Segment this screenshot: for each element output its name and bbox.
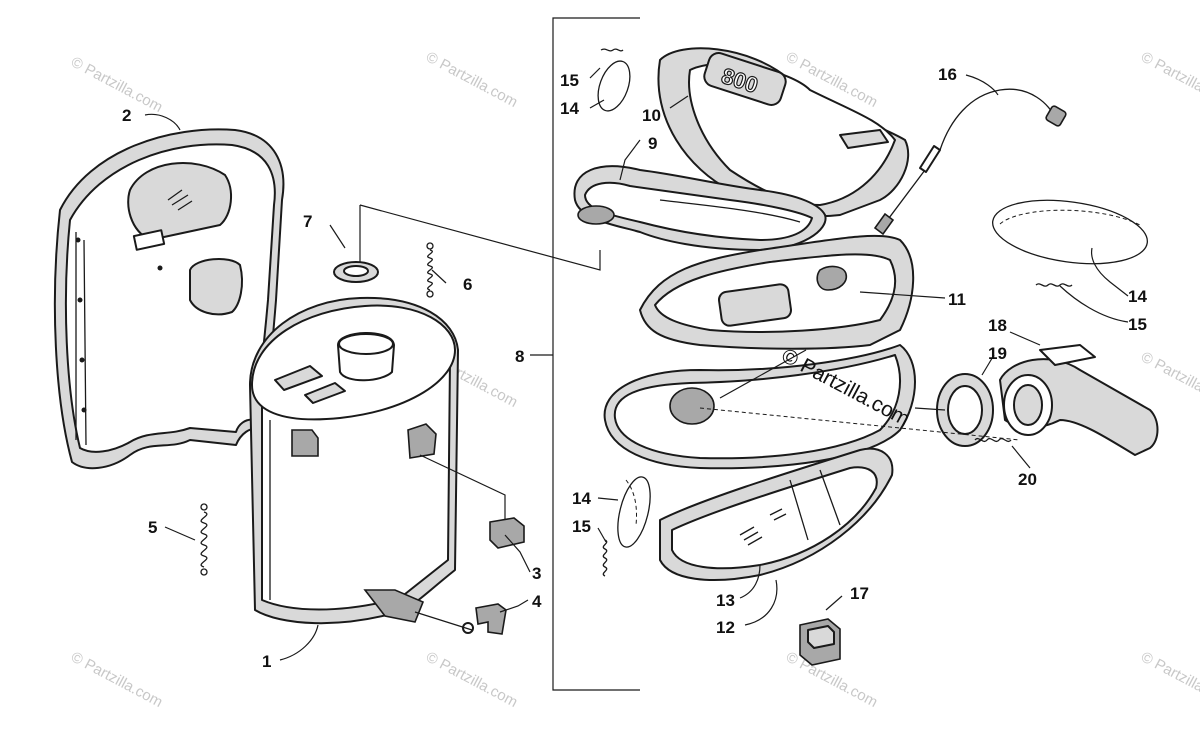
spring-6[interactable]: [426, 242, 434, 298]
watermark: © Partzilla.com: [68, 649, 165, 711]
callout-label: 11: [948, 290, 966, 309]
callout-label: 14: [560, 99, 579, 118]
spring-lower[interactable]: [602, 539, 608, 577]
watermark: © Partzilla.com: [423, 649, 520, 711]
callout-label: 4: [532, 592, 542, 611]
callout-label: 15: [572, 517, 591, 536]
clamp-right[interactable]: [989, 191, 1152, 272]
callout-label: 7: [303, 212, 312, 231]
callout-label: 19: [988, 344, 1007, 363]
spring-top[interactable]: [600, 48, 624, 52]
spring-20[interactable]: [974, 437, 1012, 443]
gasket-ring[interactable]: [333, 261, 379, 283]
spring-5[interactable]: [200, 503, 208, 576]
watermark: © Partzilla.com: [423, 49, 520, 111]
temp-sensor[interactable]: [873, 88, 1067, 236]
callout-label: 15: [560, 71, 579, 90]
callout-label: 5: [148, 518, 157, 537]
callout-label: 12: [716, 618, 735, 637]
callout-label: 18: [988, 316, 1007, 335]
callout-label: 1: [262, 652, 271, 671]
upper-shell[interactable]: 800: [657, 47, 910, 218]
callout-label: 8: [515, 347, 524, 366]
spring-right[interactable]: [1035, 283, 1073, 287]
callout-label: 13: [716, 591, 735, 610]
watermark: © Partzilla.com: [1138, 649, 1200, 711]
expansion-chamber[interactable]: [603, 234, 916, 581]
exhaust-manifold[interactable]: [999, 344, 1159, 456]
bracket-4[interactable]: [462, 603, 507, 635]
watermark: © Partzilla.com: [1138, 349, 1200, 411]
group-bracket: [552, 17, 640, 691]
clamp-lower[interactable]: [612, 474, 657, 551]
callout-label: 14: [572, 489, 591, 508]
muffler[interactable]: [249, 296, 459, 625]
callout-label: 20: [1018, 470, 1037, 489]
callout-label: 6: [463, 275, 472, 294]
rubber-mount[interactable]: [799, 618, 841, 666]
callout-labels: 1 2 3 4 5 6 7 8 9 10 11 12 13 14 15 16 1…: [122, 65, 1147, 671]
watermark: © Partzilla.com: [1138, 49, 1200, 111]
callout-label: 10: [642, 106, 661, 125]
clamp-top[interactable]: [592, 57, 636, 115]
bracket-3[interactable]: [489, 517, 525, 549]
callout-label: 2: [122, 106, 131, 125]
callout-label: 15: [1128, 315, 1147, 334]
seal-ring[interactable]: [936, 373, 994, 447]
callout-label: 9: [648, 134, 657, 153]
heat-shield[interactable]: [53, 128, 285, 470]
watermark: © Partzilla.com: [68, 54, 165, 116]
leader-lines: [144, 67, 1129, 661]
head-pipe[interactable]: [573, 165, 827, 251]
callout-label: 17: [850, 584, 869, 603]
callout-label: 14: [1128, 287, 1147, 306]
callout-label: 3: [532, 564, 541, 583]
callout-label: 16: [938, 65, 957, 84]
